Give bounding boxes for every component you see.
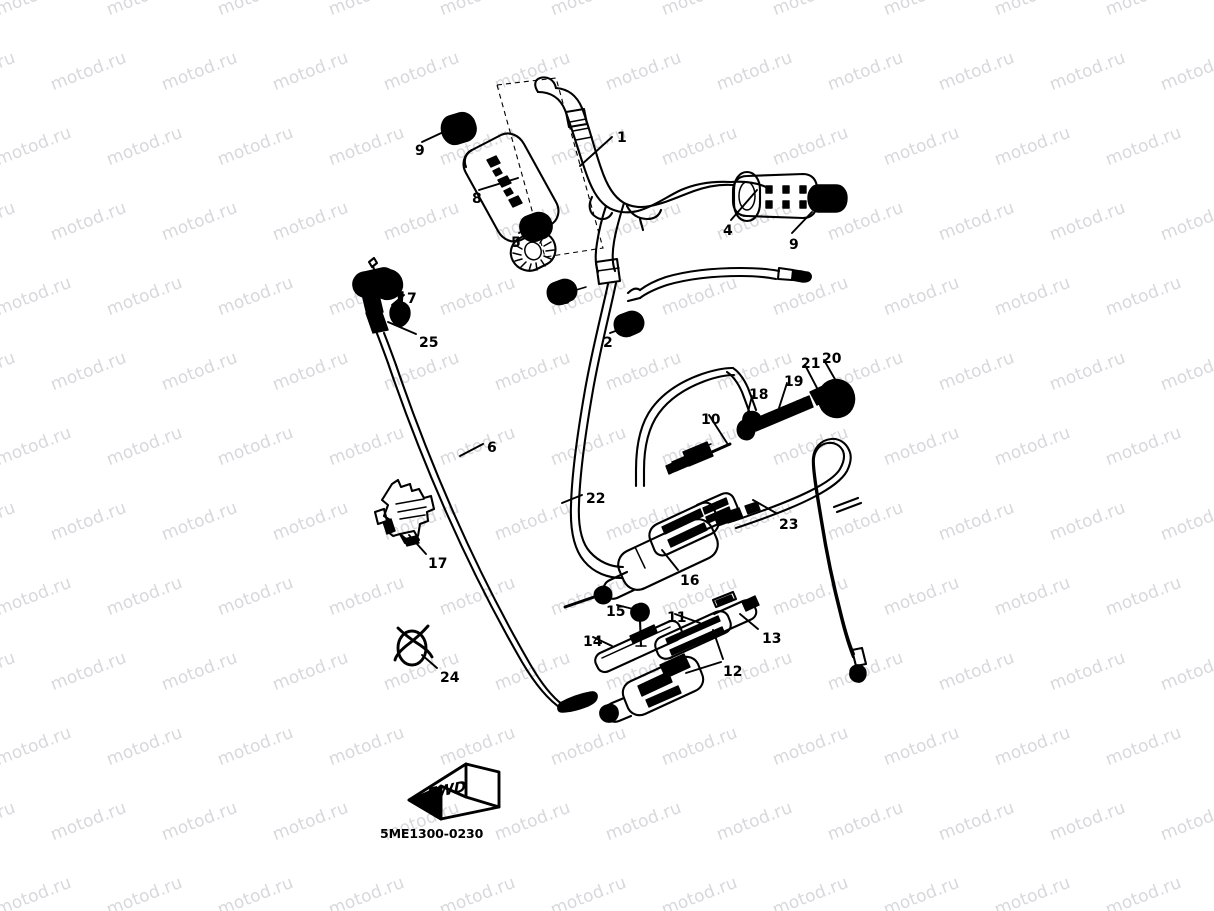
throttle-housing-parts [594, 492, 760, 723]
callout-bolt-flange-lower: 2 [603, 335, 613, 351]
callout-screw-pin: 15 [606, 604, 626, 620]
cable-upper-right [626, 266, 812, 303]
callout-lock-nut: 21 [801, 356, 821, 372]
callout-brake-cable-long: 6 [487, 440, 497, 456]
callout-handlebar: 1 [617, 130, 627, 146]
cable-6-long [386, 361, 598, 713]
cable-guide-bracket-17 [373, 478, 436, 547]
callout-throttle-cable-inner: 10 [701, 412, 721, 428]
callout-cable-tie-clip: 24 [440, 670, 460, 686]
cable-tie-clip-24 [393, 624, 434, 667]
callout-nut-cap-large: 20 [822, 351, 842, 367]
callout-cable-outer-loop: 22 [586, 491, 606, 507]
handlebar-part [534, 76, 768, 286]
cable-22-outer-loop [569, 281, 625, 580]
callout-cover-plate: 13 [762, 631, 782, 647]
callout-bolt-flange-upper: 3 [561, 292, 571, 308]
callout-grip-end-cap-left: 9 [415, 143, 425, 159]
callout-cable-guide-bracket: 17 [428, 556, 448, 572]
callout-cable-end-fitting: 25 [419, 335, 439, 351]
callout-lever-adjuster: 7 [407, 291, 417, 307]
callout-cable-secondary: 23 [779, 517, 799, 533]
left-grip-assembly [440, 111, 560, 272]
callout-housing-halves: 12 [723, 664, 743, 680]
callout-base-plate: 14 [583, 634, 603, 650]
callout-grip-right: 4 [723, 223, 733, 239]
callout-washer-small: 18 [749, 387, 769, 403]
callout-bracket-plate: 11 [667, 610, 687, 626]
right-grip-assembly [731, 170, 848, 223]
lever-adjuster-assembly [352, 256, 411, 367]
cable-23-secondary [714, 437, 868, 683]
leader-lines [387, 127, 837, 674]
flange-bolts [546, 278, 645, 338]
callout-nut-lower: 5 [511, 235, 521, 251]
callout-grip-end-cap-right: 9 [789, 237, 799, 253]
callout-cable-sleeve-barrel: 16 [680, 573, 700, 589]
throttle-adjuster-assembly [634, 366, 856, 488]
part-number-code: 5ME1300-0230 [380, 826, 484, 841]
fwd-direction-symbol [407, 762, 501, 821]
cable-sleeve-16 [563, 518, 719, 609]
callout-grip-left-throttle: 8 [472, 191, 482, 207]
callout-adjuster-threaded-rod: 19 [784, 374, 804, 390]
